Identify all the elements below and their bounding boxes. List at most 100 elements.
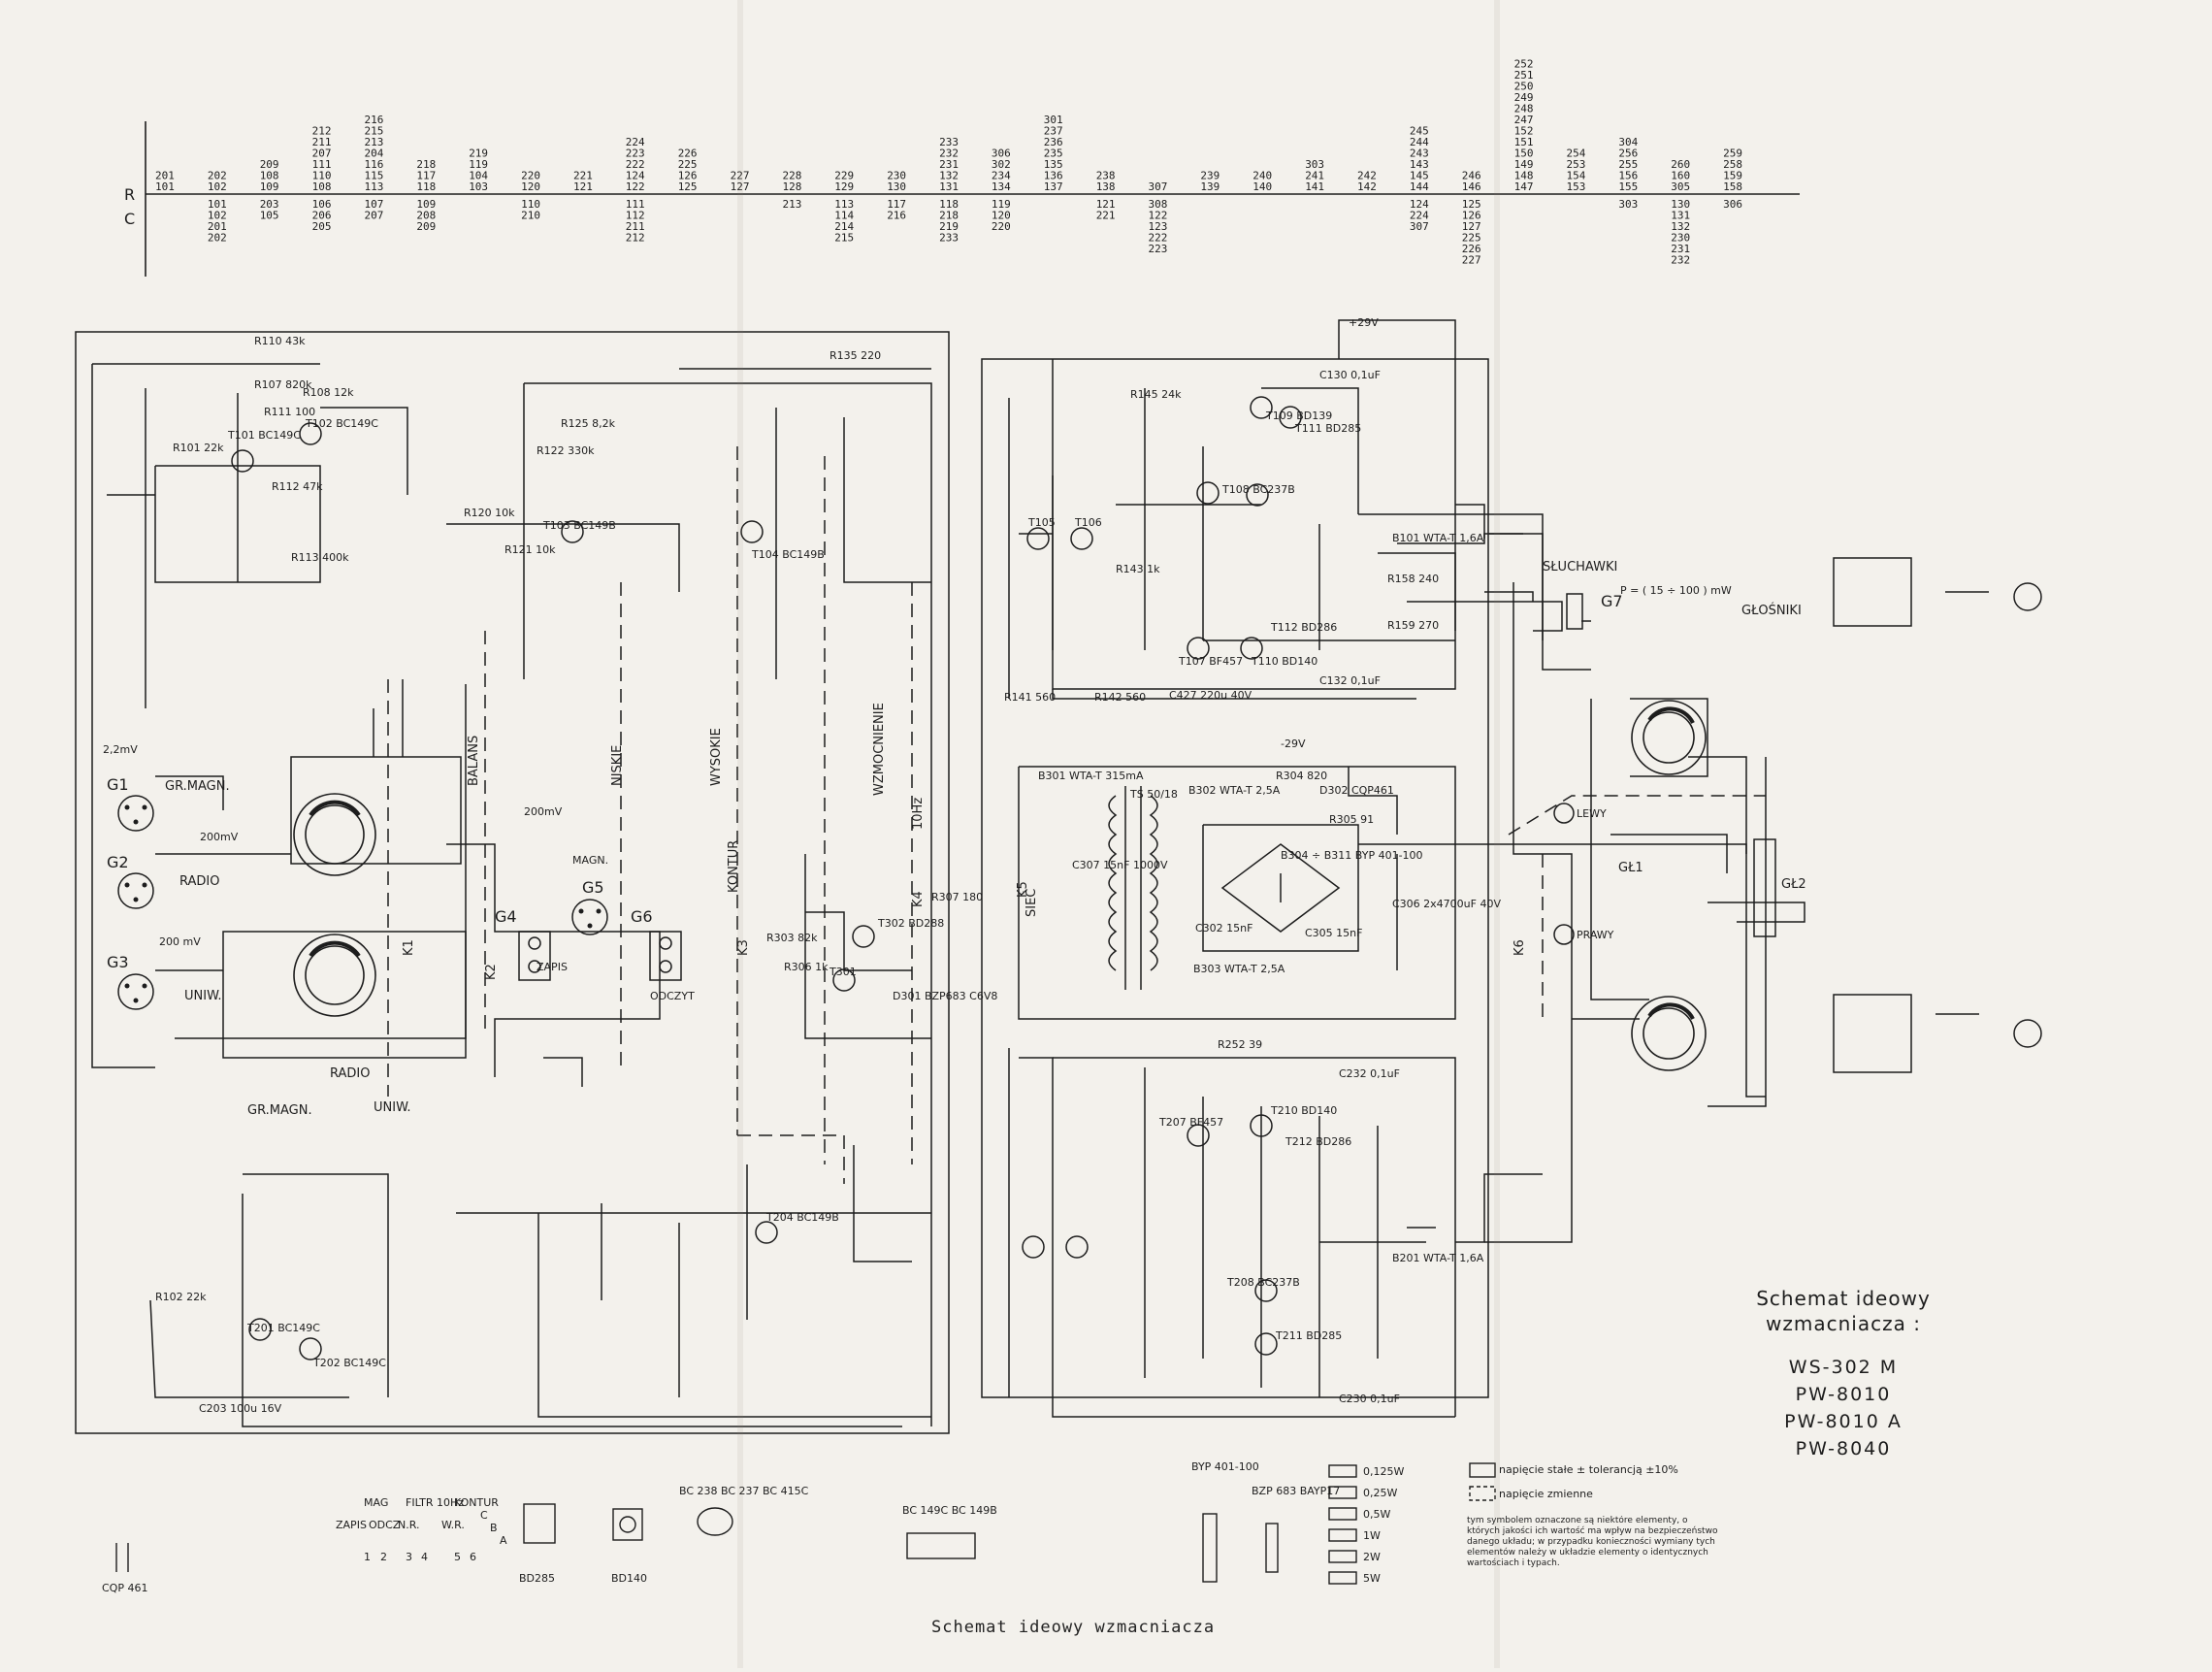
inset-num-4: 4 [421,1551,428,1563]
label-gl2: GŁ2 [1781,877,1806,892]
index-r-value: 251 [1514,69,1534,82]
pinout-byp401: BYP 401-100 [1191,1460,1259,1473]
index-c-value: 224 [1410,210,1429,222]
index-r-value: 160 [1671,170,1690,182]
index-c-value: 117 [887,198,906,211]
channel-frame [75,331,950,1434]
part-t104: T104 BC149B [751,548,825,561]
index-r-value: 117 [416,170,436,182]
label-k1: K1 [402,939,416,956]
index-r-value: 244 [1410,136,1429,148]
index-c-value: 107 [365,198,384,211]
index-c-value: 106 [312,198,332,211]
index-r-value: 130 [887,180,906,193]
part-b303: B303 WTA-T 2,5A [1193,963,1285,975]
darlington-pair-bottom [1833,994,1912,1073]
part-t301: T301 [829,966,857,978]
part-d301: D301 BZP683 C6V8 [893,990,997,1002]
index-r-value: 204 [365,148,384,160]
part-c232: C232 0,1uF [1339,1067,1400,1080]
legend-2: 2W [1363,1551,1381,1563]
index-r-value: 134 [992,180,1011,193]
index-r-value: 101 [155,180,175,193]
index-r-value: 138 [1096,180,1116,193]
label-g3: G3 [107,953,129,971]
part-c305: C305 15nF [1305,927,1362,939]
index-r-value: 209 [260,158,279,171]
index-r-value: 108 [260,170,279,182]
index-r-value: 247 [1514,114,1534,126]
part-b302: B302 WTA-T 2,5A [1188,784,1281,797]
index-r-value: 223 [626,148,645,160]
index-r-value: 125 [678,180,698,193]
label-g4: G4 [495,907,517,926]
inset-num-6: 6 [470,1551,476,1563]
part-r102: R102 22k [155,1291,207,1303]
component-index-table [145,121,1800,277]
part-b301: B301 WTA-T 315mA [1038,770,1144,782]
part-c130: C130 0,1uF [1319,369,1381,381]
label-g1: G1 [107,775,129,794]
label-g1-name: GR.MAGN. [165,779,230,794]
label-k4: K4 [911,891,926,907]
label-sluchawki: SŁUCHAWKI [1543,560,1617,574]
index-c-value: 308 [1149,198,1168,211]
part-t108: T108 BC237B [1221,483,1295,496]
index-c-value: 101 [208,198,227,211]
index-r-value: 222 [626,158,645,171]
part-r158: R158 240 [1387,573,1439,585]
inset-switch-a: A [500,1534,507,1547]
din-socket-g2 [117,872,154,909]
part-t111: T111 BD285 [1294,422,1361,435]
index-r-value: 255 [1618,158,1638,171]
part-b101: B101 WTA-T 1,6A [1392,532,1484,544]
index-r-value: 304 [1618,136,1638,148]
part-c302: C302 15nF [1195,922,1252,934]
part-c230: C230 0,1uF [1339,1393,1400,1405]
part-t103: T103 BC149B [542,519,616,532]
index-r-value: 131 [939,180,959,193]
index-c-value: 131 [1671,210,1690,222]
index-c-value: 127 [1462,220,1481,233]
din-sockets [117,795,1575,1010]
index-r-value: 307 [1149,180,1168,193]
label-sel-radio: RADIO [330,1066,370,1081]
label-g2-name: RADIO [179,874,219,889]
part-r108: R108 12k [303,386,354,399]
label-power-out: P = ( 15 ÷ 100 ) mW [1620,584,1732,597]
index-c-value: 110 [521,198,540,211]
index-c-value: 306 [1723,198,1742,211]
part-r125: R125 8,2k [561,417,616,430]
index-r-value: 256 [1618,148,1638,160]
label-wysokie: WYSOKIE [709,728,724,786]
index-r-value: 140 [1252,180,1272,193]
label-glosniki: GŁOŚNIKI [1741,603,1802,618]
index-r-value: 226 [678,148,698,160]
label-10hz: 10Hz [911,798,926,830]
legend-dc: napięcie stałe ± tolerancją ±10% [1499,1463,1678,1476]
index-r-value: 153 [1567,180,1586,193]
pinout-cqp461: CQP 461 [102,1582,147,1594]
index-r-value: 128 [783,180,802,193]
index-r-value: 111 [312,158,332,171]
index-c-value: 206 [312,210,332,222]
index-r-value: 228 [783,170,802,182]
index-r-value: 143 [1410,158,1429,171]
din-pins [124,804,602,1003]
inset-group-kontur: KONTUR [454,1496,499,1509]
index-columns: 2011012021021011022012022091081092031052… [155,58,1742,267]
label-sel-grmagn: GR.MAGN. [247,1103,312,1118]
index-r-value: 254 [1567,148,1586,160]
index-r-value: 151 [1514,136,1534,148]
index-r-value: 119 [469,158,488,171]
index-r-value: 136 [1044,170,1063,182]
model-3: PW-8010 A [1784,1411,1903,1432]
index-r-value: 243 [1410,148,1429,160]
index-c-value: 114 [834,210,854,222]
index-c-value: 120 [992,210,1011,222]
index-r-value: 221 [573,170,593,182]
part-t101: T101 BC149C [227,429,301,442]
pinout-bd285: BD285 [519,1572,555,1585]
